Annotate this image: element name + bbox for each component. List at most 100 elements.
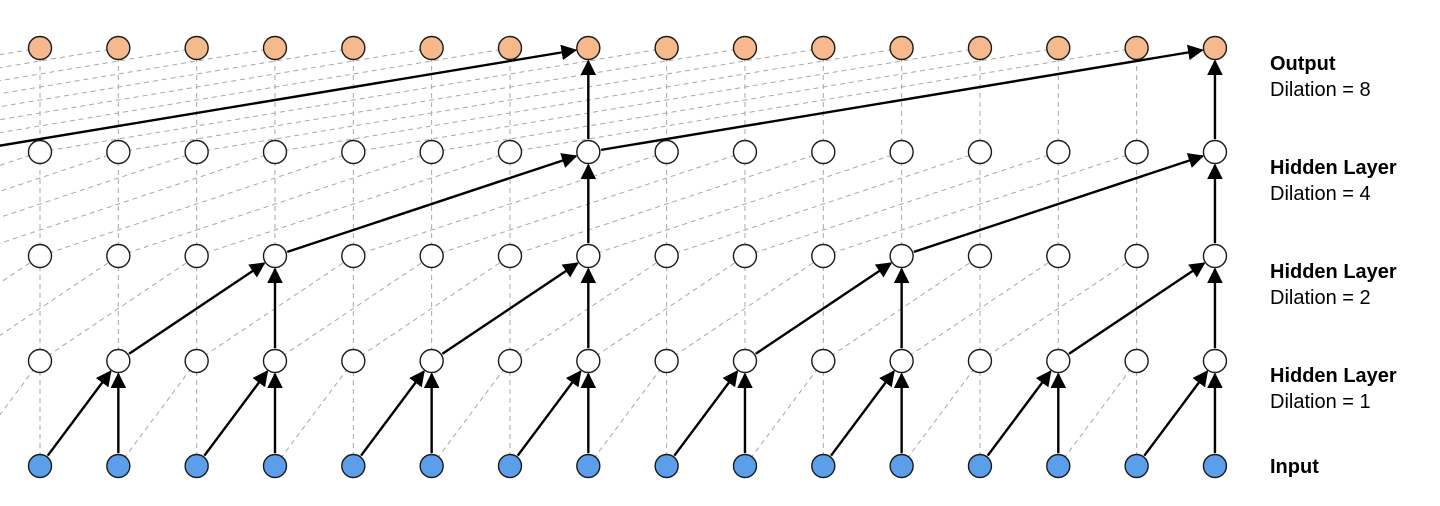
receptive-field-arrow — [913, 153, 1205, 254]
hidden1-node — [732, 348, 758, 374]
output-node — [811, 35, 836, 61]
receptive-field-arrow — [516, 370, 582, 457]
receptive-field-arrow — [46, 370, 112, 457]
label-output: Output Dilation = 8 — [1270, 51, 1435, 103]
hidden1-node — [889, 348, 914, 374]
dashed-diagonal-connection — [39, 255, 197, 362]
hidden2-node — [184, 243, 209, 269]
output-node — [184, 35, 209, 61]
dashed-diagonal-connection — [431, 360, 511, 467]
receptive-field-arrow — [286, 153, 578, 254]
hidden2-node — [576, 243, 601, 269]
hidden2-node — [1046, 243, 1071, 269]
hidden1-node — [654, 348, 679, 374]
dashed-diagonal-connection — [39, 151, 354, 257]
dashed-diagonal-connection — [744, 360, 824, 467]
dashed-diagonal-connection — [0, 151, 197, 218]
receptive-field-arrows — [0, 44, 1223, 457]
hidden4-node — [889, 139, 914, 165]
hidden1-node — [262, 348, 288, 374]
receptive-field-arrow — [0, 44, 578, 147]
dashed-diagonal-connection — [196, 47, 824, 153]
hidden2-node — [811, 243, 836, 269]
receptive-field-arrow — [1068, 262, 1206, 355]
hidden2-node — [889, 243, 914, 269]
dashed-diagonal-connection — [0, 255, 41, 284]
dashed-diagonal-connection — [588, 255, 746, 362]
layer-name-hidden-2: Hidden Layer — [1270, 261, 1397, 283]
output-node — [27, 35, 53, 61]
layer-dilation-output: Dilation = 8 — [1270, 79, 1371, 101]
receptive-field-arrow — [673, 370, 739, 457]
receptive-field-arrow — [755, 262, 893, 355]
input-node — [576, 453, 601, 479]
dashed-connections — [0, 47, 1216, 467]
hidden2-node — [1124, 243, 1149, 269]
hidden1-node — [811, 348, 836, 374]
hidden4-node — [1046, 139, 1071, 165]
input-node — [1046, 453, 1071, 479]
hidden4-node — [497, 139, 523, 165]
input-node — [497, 453, 523, 479]
output-node — [419, 35, 444, 61]
dashed-diagonal-connection — [666, 255, 824, 362]
output-node — [262, 35, 288, 61]
dashed-diagonal-connection — [744, 151, 1059, 257]
hidden2-node — [497, 243, 523, 269]
input-node — [732, 453, 758, 479]
hidden4-node — [732, 139, 758, 165]
label-input: Input — [1270, 454, 1435, 480]
output-node — [341, 35, 366, 61]
label-hidden-layer-4: Hidden Layer Dilation = 4 — [1270, 155, 1435, 207]
hidden4-node — [27, 139, 53, 165]
input-node — [419, 453, 444, 479]
layer-dilation-hidden-2: Dilation = 2 — [1270, 287, 1371, 309]
dashed-diagonal-connection — [353, 255, 511, 362]
hidden4-node — [967, 139, 993, 165]
dashed-diagonal-connection — [0, 47, 197, 82]
hidden1-node — [1046, 348, 1071, 374]
dashed-diagonal-connection — [274, 255, 432, 362]
dashed-diagonal-connection — [509, 151, 824, 257]
hidden4-node — [811, 139, 836, 165]
layer-name-output: Output — [1270, 53, 1336, 75]
input-node — [184, 453, 209, 479]
hidden4-node — [184, 139, 209, 165]
dashed-diagonal-connection — [0, 47, 432, 121]
receptive-field-arrow — [360, 370, 425, 457]
label-hidden-layer-1: Hidden Layer Dilation = 1 — [1270, 363, 1435, 415]
dashed-diagonal-connection — [901, 360, 981, 467]
receptive-field-arrow — [830, 370, 895, 457]
hidden4-node — [341, 139, 366, 165]
output-node — [967, 35, 993, 61]
output-node — [732, 35, 758, 61]
hidden4-node — [106, 139, 131, 165]
layer-name-input: Input — [1270, 456, 1319, 478]
dashed-diagonal-connection — [0, 151, 276, 244]
receptive-field-arrow — [986, 370, 1052, 457]
hidden4-node — [654, 139, 679, 165]
output-node — [889, 35, 914, 61]
input-node — [654, 453, 679, 479]
dashed-diagonal-connection — [588, 151, 902, 257]
hidden2-node — [106, 243, 131, 269]
hidden4-node — [419, 139, 444, 165]
dashed-diagonal-connection — [666, 151, 981, 257]
hidden4-node — [262, 139, 288, 165]
hidden2-node — [27, 243, 53, 269]
hidden4-node — [1202, 139, 1228, 165]
hidden1-node — [419, 348, 444, 374]
label-hidden-layer-2: Hidden Layer Dilation = 2 — [1270, 259, 1435, 311]
input-node — [341, 453, 366, 479]
dashed-diagonal-connection — [0, 47, 41, 56]
dashed-diagonal-connection — [118, 151, 432, 257]
output-node — [106, 35, 131, 61]
layer-dilation-hidden-1: Dilation = 1 — [1270, 391, 1371, 413]
input-node — [811, 453, 836, 479]
input-node — [1124, 453, 1149, 479]
dashed-diagonal-connection — [353, 47, 981, 153]
dashed-diagonal-connection — [39, 47, 667, 153]
layer-name-hidden-4: Hidden Layer — [1270, 157, 1397, 179]
dashed-diagonal-connection — [274, 360, 354, 467]
